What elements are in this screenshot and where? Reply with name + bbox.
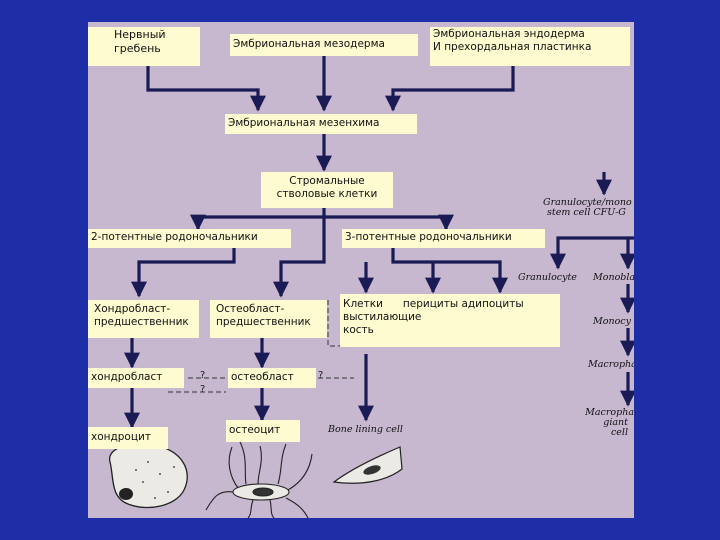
flow-arrows	[109, 56, 634, 518]
box-osteoblast: остеобласт	[228, 368, 316, 388]
lining-row-1: Клетки перициты адипоциты	[343, 298, 524, 310]
osteocyte-cell-icon	[205, 441, 313, 518]
label-macrophage-giant-cell: Macropha giant cell	[585, 408, 634, 438]
arrow-bipotent-to-precursors	[131, 248, 236, 298]
arrow-stromal-to-bipotent	[190, 208, 326, 231]
arrow-endoderm-to-mesenchyme	[385, 66, 515, 112]
arrow-tripotent-to-lining	[391, 248, 508, 294]
diagram-panel: Нервный гребень Эмбриональная мезодерма …	[88, 22, 634, 518]
box-chondroblast: хондробласт	[88, 368, 184, 388]
question-mark-3: ?	[318, 370, 324, 381]
lining-row-3: кость	[343, 324, 374, 336]
gm-stem-line-1: Granulocyte/mono	[543, 197, 632, 208]
box-neural-crest: Нервный гребень	[88, 27, 200, 66]
question-mark-2: ?	[200, 384, 206, 395]
box-tripotent-progenitors: 3-потентные родоночальники	[342, 229, 545, 248]
label-macrophage: Macropha	[588, 359, 634, 370]
endoderm-line-2: И прехордальная пластинка	[433, 41, 592, 53]
box-embryonic-mesenchyme: Эмбриональная мезенхима	[225, 114, 417, 134]
giant-line-3: cell	[610, 427, 628, 438]
label-bone-lining-cell: Bone lining cell	[328, 424, 403, 435]
arrow-stromal-to-tripotent	[324, 214, 454, 231]
arrow-gm-to-granulocyte	[550, 236, 634, 270]
box-chondroblast-precursor: Хондробласт- предшественник	[88, 300, 199, 338]
arrow-crest-to-mesenchyme	[146, 66, 266, 112]
giant-line-2: giant	[603, 417, 628, 428]
giant-line-1: Macropha	[585, 407, 634, 418]
lining-row-2: выстилающие	[343, 311, 422, 323]
box-bipotent-progenitors: 2-потентные родоночальники	[88, 229, 291, 248]
chondrocyte-cell-icon	[109, 443, 188, 509]
dashed-link-4	[327, 300, 340, 347]
label-granulocyte: Granulocyte	[518, 272, 577, 283]
arrow-stromal-to-osteo-pre	[273, 217, 326, 298]
gm-stem-line-2: stem cell CFU-G	[547, 207, 626, 218]
label-monocyte: Monocy	[593, 316, 631, 327]
box-chondrocyte: хондроцит	[88, 427, 168, 449]
endoderm-line-1: Эмбриональная эндодерма	[433, 28, 585, 40]
box-embryonic-mesoderm: Эмбриональная мезодерма	[230, 34, 418, 56]
box-embryonic-endoderm: Эмбриональная эндодерма И прехордальная …	[430, 27, 630, 66]
box-osteoblast-precursor: Остеобласт- предшественник	[210, 300, 327, 338]
label-monoblast: Monobla	[593, 272, 634, 283]
box-osteocyte: остеоцит	[226, 420, 300, 442]
bone-lining-cell-icon	[332, 446, 403, 484]
box-lining-pericytes-adipocytes: Клетки перициты адипоциты выстилающие ко…	[340, 294, 560, 347]
label-granulocyte-mono-stem: Granulocyte/mono stem cell CFU-G	[543, 198, 632, 218]
question-mark-1: ?	[200, 370, 206, 381]
box-stromal-stem-cells: Стромальные стволовые клетки	[261, 172, 393, 208]
